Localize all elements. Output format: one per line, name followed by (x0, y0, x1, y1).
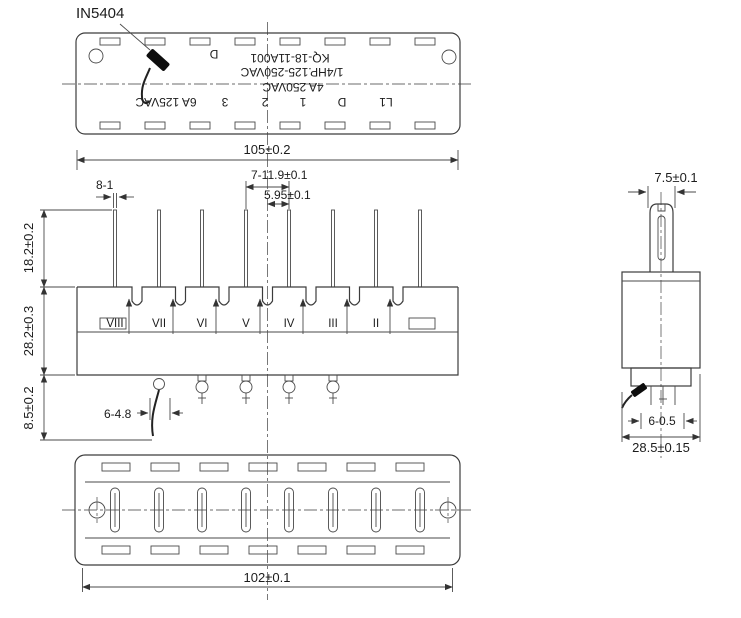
bottom-edge-tabs (99, 121, 436, 130)
top-view-markings: D KQ-18-11A001 1/4HP.125-250VAC 4A 250VA… (135, 47, 393, 109)
bottom-mounting-hole-right (435, 497, 461, 523)
marking-model: KQ-18-11A001 (250, 51, 329, 65)
diode-part-label: IN5404 (76, 5, 124, 22)
front-view: 105±0.2 8-1 7-11.9±0.1 5.95±0.1 (21, 142, 459, 441)
dim-pin-pitch-text: 7-11.9±0.1 (251, 168, 308, 182)
position-arrows (125, 298, 394, 334)
marking-rating-6a: 6A 125VAC (135, 95, 196, 109)
lead-wire (151, 389, 160, 437)
numeral-vi: VI (197, 318, 208, 330)
bottom-pin-slots (110, 487, 425, 533)
body-side-tab-right (408, 317, 436, 330)
mounting-hole-left (88, 48, 104, 64)
dim-body-height-text: 28.2±0.3 (21, 306, 36, 357)
bottom-view: 102±0.1 (74, 454, 461, 592)
dim-terminal-width: 6-4.8 (104, 398, 183, 421)
side-body-lower (630, 367, 692, 387)
bottom-mounting-hole-left (84, 497, 110, 523)
mounting-hole-right (441, 49, 457, 65)
position-numerals: VIII VII VI V IV III II (106, 318, 379, 330)
centerlines (62, 22, 662, 600)
dim-half-pitch-text: 5.95±0.1 (264, 188, 311, 202)
diode-icon (140, 49, 170, 105)
dim-half-pitch: 5.95±0.1 (264, 188, 311, 208)
terminal-label-3: 3 (221, 95, 228, 109)
dim-tab-width: 7.5±0.1 (628, 170, 698, 208)
side-view: 7.5±0.1 (621, 170, 701, 455)
dim-pin-width: 8-1 (96, 178, 134, 208)
numeral-iv: IV (284, 318, 295, 330)
dim-depth-text: 28.5±0.15 (632, 440, 690, 455)
diode-leader-line (119, 23, 151, 51)
side-pins (650, 386, 676, 405)
side-tab (649, 203, 674, 272)
top-edge-tabs (99, 37, 436, 46)
dim-wire-drop-text: 8.5±0.2 (21, 386, 36, 429)
body-side-tab-left (99, 317, 127, 330)
numeral-ii: II (373, 318, 379, 330)
numeral-vii: VII (152, 318, 166, 330)
dim-slot-span-text: 102±0.1 (244, 570, 291, 585)
dim-pin-height-text: 18.2±0.2 (21, 223, 36, 274)
numeral-iii: III (328, 318, 338, 330)
terminal-label-l1: L1 (379, 95, 393, 109)
terminal-label-d: D (337, 95, 346, 109)
terminal-label-1: 1 (299, 95, 306, 109)
dim-pin-height: 18.2±0.2 (21, 209, 112, 288)
dim-tab-width-text: 7.5±0.1 (654, 170, 697, 185)
dim-depth: 28.5±0.15 (621, 374, 701, 455)
solder-terminals (151, 374, 340, 437)
marking-d-top: D (209, 47, 218, 61)
dim-overall-width-text: 105±0.2 (244, 142, 291, 157)
bottom-bottom-slots (101, 545, 425, 555)
dim-overall-width: 105±0.2 (76, 142, 459, 170)
marking-rating-4a: 4A 250VAC (262, 80, 323, 94)
body-sides-bottom (76, 287, 459, 376)
side-diode-icon (621, 383, 647, 409)
dim-pin-width-text: 8-1 (96, 178, 114, 192)
numeral-viii: VIII (106, 318, 123, 330)
dim-body-height: 28.2±0.3 (21, 286, 75, 376)
dim-wire-drop: 8.5±0.2 (21, 374, 152, 441)
numeral-v: V (242, 318, 250, 330)
dim-terminal-width-text: 6-4.8 (104, 407, 132, 421)
top-view-body (75, 32, 461, 135)
dim-wire-dia-text: 6-0.5 (648, 414, 676, 428)
bottom-top-slots (101, 462, 425, 472)
terminal-label-2: 2 (261, 95, 268, 109)
marking-rating-hp: 1/4HP.125-250VAC (240, 65, 343, 79)
dim-pin-pitch: 7-11.9±0.1 (245, 168, 308, 209)
dim-slot-span: 102±0.1 (82, 568, 453, 592)
top-view: IN5404 D KQ-18-11A001 1/4HP.125-250VAC 4… (75, 5, 461, 135)
dim-wire-dia: 6-0.5 (628, 413, 697, 429)
